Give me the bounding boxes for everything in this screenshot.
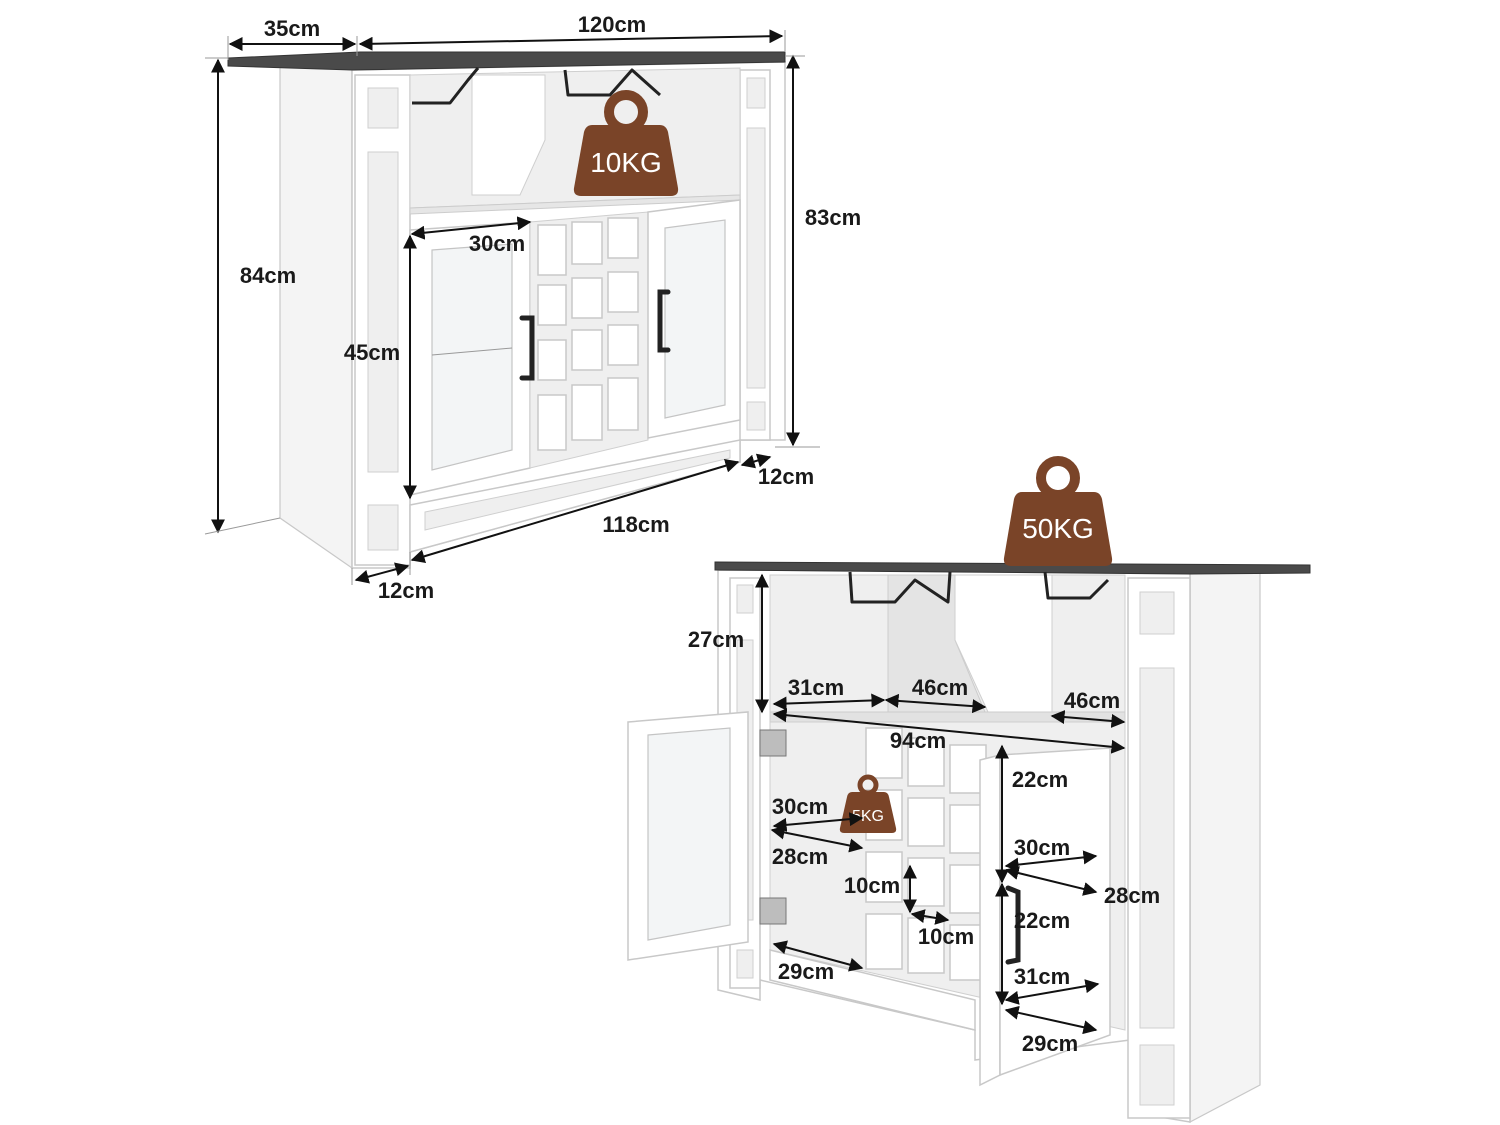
- dim-line-upper-left: [772, 693, 886, 711]
- dim-leg-left-label: 12cm: [378, 578, 434, 603]
- dim-line-cube-width: [910, 909, 950, 925]
- dim-height-right-label: 83cm: [805, 205, 861, 230]
- front-weight-label: 10KG: [590, 147, 662, 178]
- dim-line-leg-right: [740, 453, 772, 469]
- open-top-weight-label: 50KG: [1022, 513, 1094, 544]
- dim-upper-mid-label: 46cm: [912, 675, 968, 700]
- dim-line-right-bottom-1: [1004, 979, 1100, 1005]
- dim-line-inner-width: [772, 708, 1126, 754]
- dim-base-width-label: 118cm: [602, 512, 669, 537]
- dim-width-label: 120cm: [578, 12, 647, 37]
- open-view-cabinet: 50KG 5KG: [627, 456, 1311, 1123]
- dim-leg-right-label: 12cm: [758, 464, 814, 489]
- dim-line-leg-left: [354, 562, 410, 584]
- open-top-weight-shape: [1003, 492, 1113, 566]
- open-view-dimensions: 27cm 31cm 46cm 46cm 94cm 30cm 28cm 10cm …: [688, 573, 1160, 1056]
- dim-left-depth-1-label: 30cm: [772, 794, 828, 819]
- dim-height-left-label: 84cm: [240, 263, 296, 288]
- dim-line-right-depth-1: [1004, 850, 1098, 872]
- dim-left-bottom-label: 29cm: [778, 959, 834, 984]
- dim-line-width: [358, 29, 784, 51]
- front-stemware-rack-right: [563, 68, 661, 97]
- dim-upper-height-label: 27cm: [688, 627, 744, 652]
- dim-left-depth-2-label: 28cm: [772, 844, 828, 869]
- open-stemware-rack-right: [1043, 571, 1110, 600]
- front-left-door-handle: [519, 315, 535, 381]
- front-view-dimensions: 35cm 120cm 84cm 83cm 30cm 45cm 118cm 12c…: [204, 12, 861, 603]
- dim-right-depth-2-label: 28cm: [1104, 883, 1160, 908]
- front-view-cabinet: 10KG: [227, 51, 786, 570]
- dim-right-upper-height-label: 22cm: [1012, 767, 1068, 792]
- dim-depth-label: 35cm: [264, 16, 320, 41]
- front-weight-shape: [573, 125, 679, 196]
- front-weight-icon: 10KG: [573, 90, 679, 196]
- open-right-door-edge: [979, 754, 1001, 1087]
- dim-line-base-width: [410, 458, 740, 564]
- dim-right-bottom-2-label: 29cm: [1022, 1031, 1078, 1056]
- dim-cube-height-label: 10cm: [844, 873, 900, 898]
- front-cabinet-tabletop: [227, 51, 786, 71]
- dim-upper-right-label: 46cm: [1064, 688, 1120, 713]
- dim-door-height-label: 45cm: [344, 340, 400, 365]
- dim-line-door-width: [410, 216, 532, 240]
- open-cabinet-side-panel: [1189, 571, 1261, 1123]
- dim-upper-left-label: 31cm: [788, 675, 844, 700]
- dim-cube-width-label: 10cm: [918, 924, 974, 949]
- dim-door-width-label: 30cm: [469, 231, 525, 256]
- front-right-door-handle: [657, 289, 671, 353]
- dim-line-left-depth-1: [772, 812, 864, 832]
- open-shelf-weight-label: 5KG: [852, 808, 884, 825]
- open-cabinet-tabletop: [714, 561, 1311, 575]
- front-wine-rack: [529, 211, 649, 469]
- dim-right-depth-1-label: 30cm: [1014, 835, 1070, 860]
- dim-line-upper-mid: [884, 693, 987, 714]
- dim-inner-width-label: 94cm: [890, 728, 946, 753]
- open-top-weight-icon: 50KG: [1003, 456, 1113, 566]
- hinge-icon: [759, 897, 787, 925]
- front-stemware-rack-left: [412, 67, 480, 105]
- dim-right-lower-height-label: 22cm: [1014, 908, 1070, 933]
- dim-line-left-bottom: [772, 940, 864, 972]
- dim-line-left-depth-2: [770, 825, 864, 853]
- open-stemware-rack-left: [848, 571, 952, 604]
- dim-right-bottom-1-label: 31cm: [1014, 964, 1070, 989]
- dim-line-right-bottom-2: [1004, 1005, 1098, 1035]
- dim-line-right-depth-2: [1004, 866, 1098, 896]
- front-cabinet-side-panel: [279, 61, 353, 570]
- hinge-icon: [759, 729, 787, 757]
